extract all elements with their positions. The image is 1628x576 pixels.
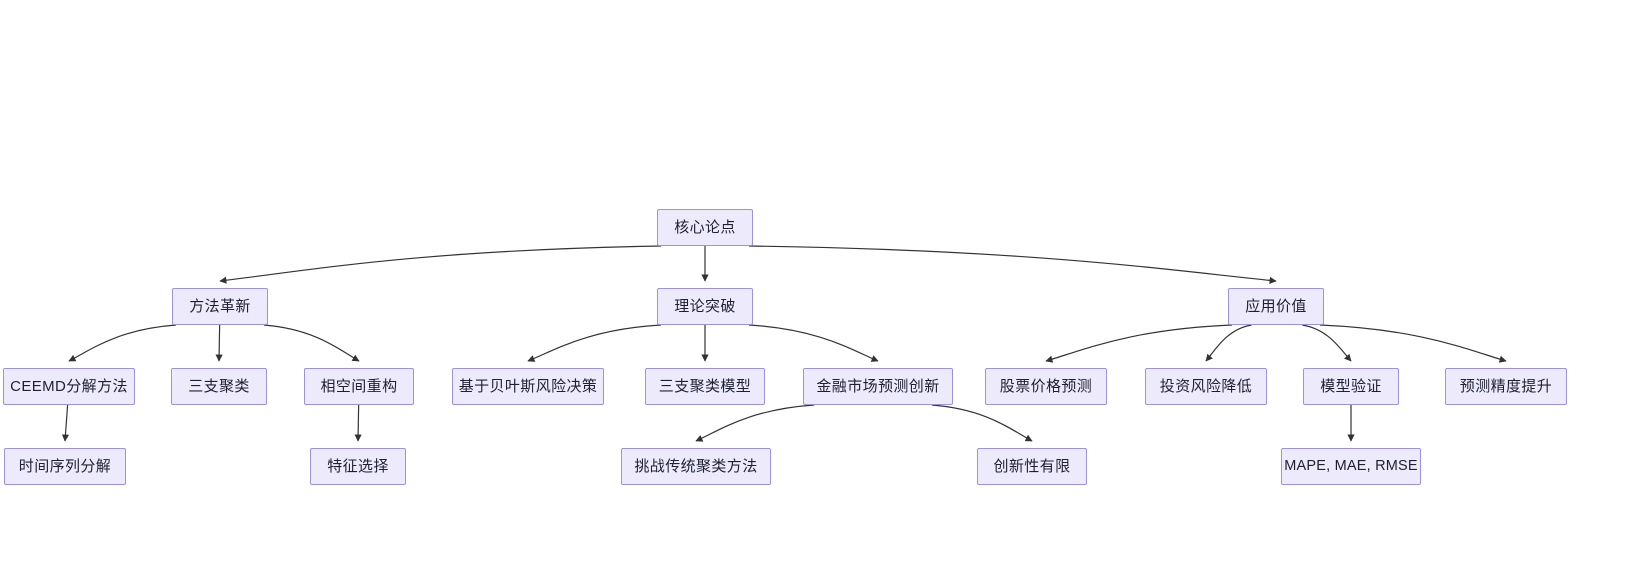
node-label: 挑战传统聚类方法 bbox=[634, 458, 758, 475]
node-label: 方法革新 bbox=[189, 298, 251, 315]
node-label: 核心论点 bbox=[674, 219, 736, 236]
edge-application-to-risk bbox=[1205, 324, 1252, 362]
node-accuracy[interactable]: 预测精度提升 bbox=[1445, 368, 1567, 405]
edge-phasespace-to-featsel bbox=[354, 404, 362, 442]
node-label: 股票价格预测 bbox=[999, 378, 1093, 395]
node-label: 创新性有限 bbox=[993, 458, 1071, 475]
node-label: 投资风险降低 bbox=[1159, 378, 1253, 395]
node-bayes[interactable]: 基于贝叶斯风险决策 bbox=[452, 368, 604, 405]
node-label: CEEMD分解方法 bbox=[10, 378, 128, 395]
node-label: 预测精度提升 bbox=[1459, 378, 1553, 395]
node-label: 三支聚类 bbox=[188, 378, 250, 395]
node-theory[interactable]: 理论突破 bbox=[657, 288, 753, 325]
edge-group bbox=[61, 245, 1507, 442]
edge-application-to-stock bbox=[1045, 324, 1233, 363]
edge-root-to-method bbox=[219, 245, 662, 284]
edge-finance-to-challenge bbox=[695, 404, 815, 442]
edge-application-to-accuracy bbox=[1319, 324, 1507, 363]
node-label: 模型验证 bbox=[1320, 378, 1382, 395]
node-label: 基于贝叶斯风险决策 bbox=[458, 378, 598, 395]
node-stock[interactable]: 股票价格预测 bbox=[985, 368, 1107, 405]
edge-theory-to-bayes bbox=[527, 324, 662, 362]
node-label: 三支聚类模型 bbox=[658, 378, 752, 395]
node-label: 金融市场预测创新 bbox=[816, 378, 940, 395]
node-challenge[interactable]: 挑战传统聚类方法 bbox=[621, 448, 771, 485]
edge-application-to-validation bbox=[1302, 324, 1352, 362]
node-label: 特征选择 bbox=[327, 458, 389, 475]
edge-method-to-threeway bbox=[215, 324, 223, 362]
node-limited[interactable]: 创新性有限 bbox=[977, 448, 1087, 485]
node-validation[interactable]: 模型验证 bbox=[1303, 368, 1399, 405]
node-root[interactable]: 核心论点 bbox=[657, 209, 753, 246]
node-phasespace[interactable]: 相空间重构 bbox=[304, 368, 414, 405]
edge-finance-to-limited bbox=[931, 404, 1033, 442]
node-threewaymodel[interactable]: 三支聚类模型 bbox=[645, 368, 765, 405]
node-tsdecomp[interactable]: 时间序列分解 bbox=[4, 448, 126, 485]
node-label: MAPE, MAE, RMSE bbox=[1284, 458, 1418, 475]
node-risk[interactable]: 投资风险降低 bbox=[1145, 368, 1267, 405]
node-finance[interactable]: 金融市场预测创新 bbox=[803, 368, 953, 405]
node-label: 应用价值 bbox=[1245, 298, 1307, 315]
node-ceemd[interactable]: CEEMD分解方法 bbox=[3, 368, 135, 405]
node-label: 理论突破 bbox=[674, 298, 736, 315]
node-application[interactable]: 应用价值 bbox=[1228, 288, 1324, 325]
node-threeway[interactable]: 三支聚类 bbox=[171, 368, 267, 405]
edge-ceemd-to-tsdecomp bbox=[61, 404, 70, 442]
edge-root-to-application bbox=[748, 245, 1277, 284]
edge-method-to-ceemd bbox=[68, 324, 177, 362]
edge-method-to-phasespace bbox=[263, 324, 360, 362]
node-method[interactable]: 方法革新 bbox=[172, 288, 268, 325]
node-featsel[interactable]: 特征选择 bbox=[310, 448, 406, 485]
edge-theory-to-finance bbox=[748, 324, 879, 362]
node-label: 相空间重构 bbox=[320, 378, 398, 395]
node-metrics[interactable]: MAPE, MAE, RMSE bbox=[1281, 448, 1421, 485]
node-label: 时间序列分解 bbox=[18, 458, 112, 475]
